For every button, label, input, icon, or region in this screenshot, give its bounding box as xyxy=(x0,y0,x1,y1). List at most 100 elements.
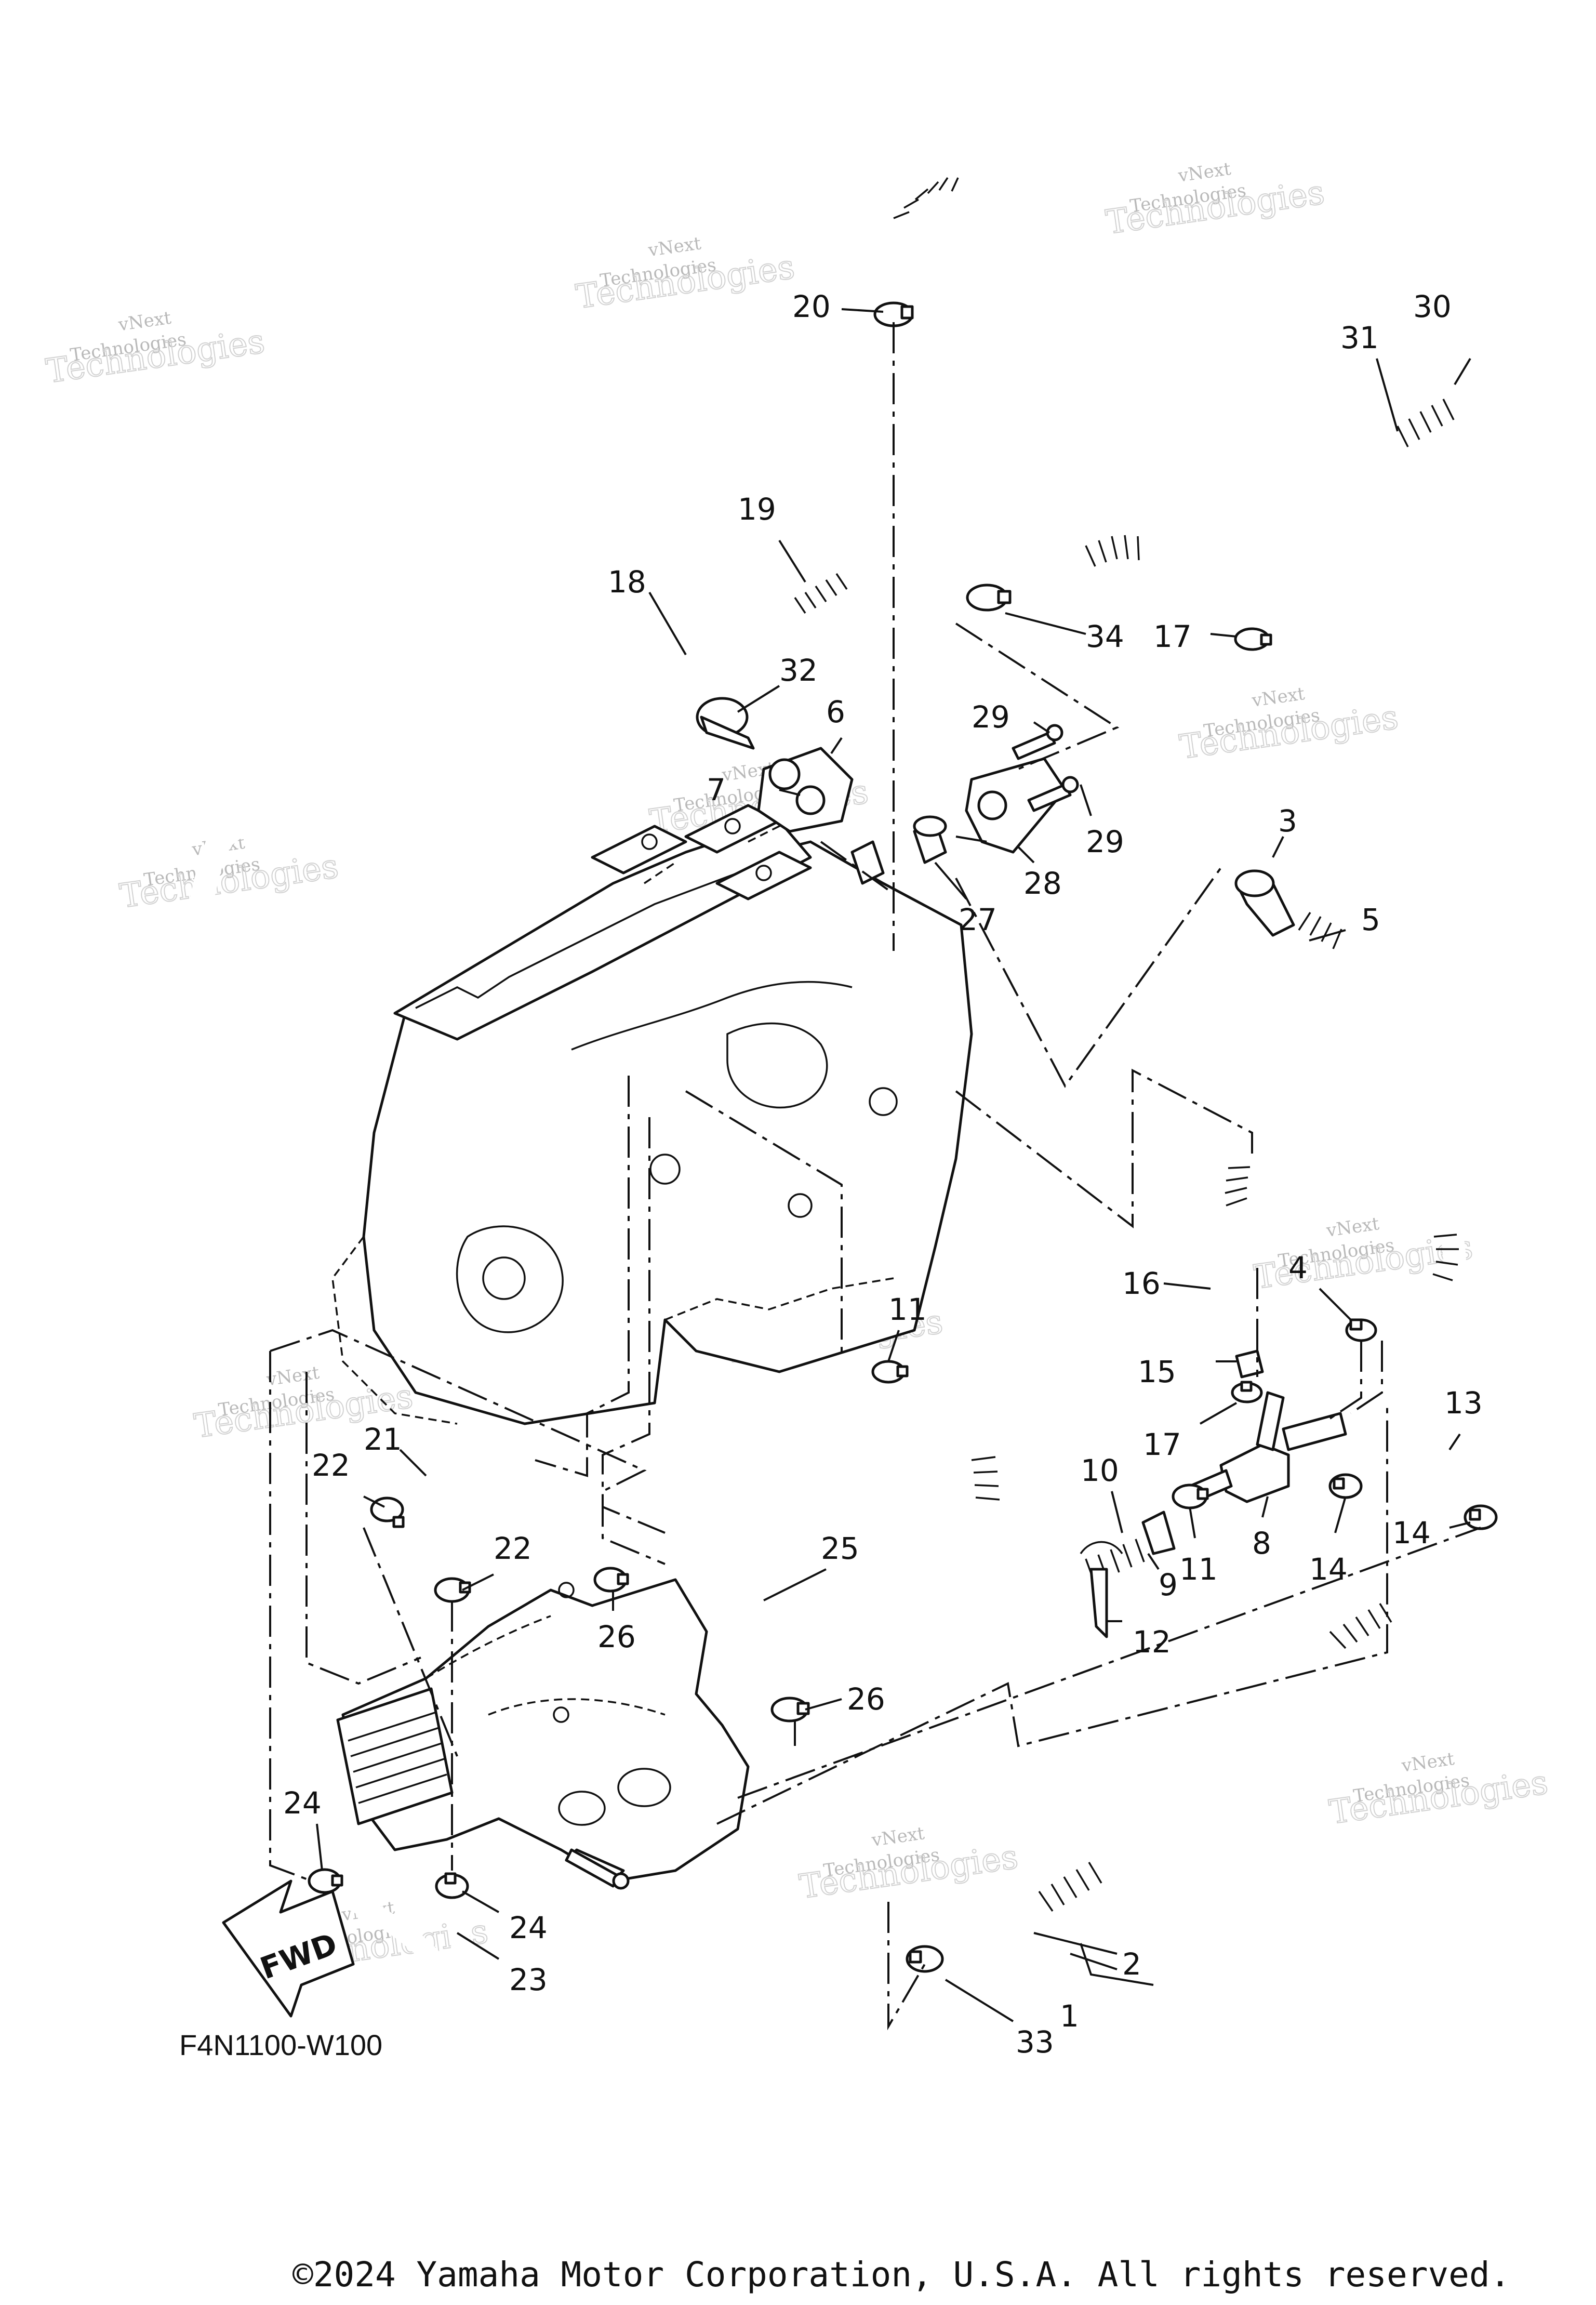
callout-14a: 14 xyxy=(1309,1552,1348,1587)
fitting-6-7 xyxy=(757,747,885,885)
callout-34: 34 xyxy=(1086,619,1124,654)
callout-30: 30 xyxy=(1413,289,1452,324)
callout-29a: 29 xyxy=(972,699,1010,735)
clamp-24a xyxy=(308,1868,343,1894)
clamp-11a xyxy=(871,1360,909,1384)
callout-3: 3 xyxy=(1278,803,1297,839)
fwd-arrow: FWD xyxy=(222,1879,355,2018)
drawing-code: F4N1100-W100 xyxy=(179,2029,382,2061)
svg-text:vNext: vNext xyxy=(1176,158,1232,187)
svg-text:vNext: vNext xyxy=(1325,1213,1381,1241)
hose-21 xyxy=(417,1459,469,1532)
bolt-29b xyxy=(1027,776,1079,812)
manifold-bolt xyxy=(565,1848,630,1890)
callout-13: 13 xyxy=(1444,1385,1483,1421)
watermark: vNext Technologies Technologies xyxy=(1326,1748,1551,1833)
clamp-17a xyxy=(1234,627,1272,651)
svg-text:vNext: vNext xyxy=(116,308,172,336)
callout-5: 5 xyxy=(1361,902,1380,937)
callout-14b: 14 xyxy=(1392,1515,1431,1551)
clamp-4 xyxy=(1345,1318,1377,1342)
watermark: vNext Technologies Technologies xyxy=(1103,158,1327,243)
clamp-14b xyxy=(1464,1504,1498,1530)
hose-18-19 xyxy=(185,177,1000,1056)
callout-28: 28 xyxy=(1023,866,1062,901)
clamp-26a xyxy=(593,1567,629,1593)
copyright-notice: ©2024 Yamaha Motor Corporation, U.S.A. A… xyxy=(292,2255,1510,2295)
callout-31: 31 xyxy=(1340,320,1379,355)
callout-17a: 17 xyxy=(1153,619,1192,654)
callout-4: 4 xyxy=(1288,1250,1308,1286)
clamp-33 xyxy=(906,1945,944,1973)
watermark: vNext Technologies Technologies xyxy=(573,233,797,317)
cap-32 xyxy=(696,697,755,750)
tie-12 xyxy=(1080,1541,1123,1638)
callout-23: 23 xyxy=(509,1962,548,1997)
callout-33: 33 xyxy=(1016,2024,1054,2060)
watermark: vNext Technologies Technologies xyxy=(796,1823,1021,1907)
hose-25 xyxy=(624,1524,805,1719)
hose-23 xyxy=(344,1892,470,1994)
tube-15 xyxy=(1235,1349,1264,1379)
hose-16 xyxy=(1223,1065,1259,1263)
clamp-34 xyxy=(966,584,1012,612)
callout-24a: 24 xyxy=(283,1785,322,1821)
clamp-26b xyxy=(770,1697,810,1723)
svg-text:vNext: vNext xyxy=(1250,683,1306,711)
callout-26b: 26 xyxy=(847,1681,885,1717)
leader-lines xyxy=(316,308,1471,2022)
callout-7: 7 xyxy=(707,772,726,807)
watermark: vNext Technologies Technologies xyxy=(43,308,268,392)
callout-8: 8 xyxy=(1252,1526,1271,1561)
callout-11b: 11 xyxy=(1179,1552,1218,1587)
hose-5 xyxy=(1251,887,1466,1326)
svg-text:vNext: vNext xyxy=(1400,1748,1456,1777)
callout-26a: 26 xyxy=(597,1619,636,1654)
callout-1: 1 xyxy=(1060,1998,1079,2034)
hose-13 xyxy=(1373,1444,1473,1501)
hose-end-9 xyxy=(1141,1511,1176,1555)
clamp-14a xyxy=(1328,1473,1363,1499)
callout-6: 6 xyxy=(826,694,845,730)
callout-32: 32 xyxy=(779,653,818,688)
clamp-17b xyxy=(1231,1381,1263,1403)
cylinder-head xyxy=(591,804,812,900)
callout-19: 19 xyxy=(738,492,776,527)
watermark: vNext Technologies Technologies xyxy=(1177,683,1401,767)
hose-30-31 xyxy=(1021,375,1504,594)
callout-15: 15 xyxy=(1138,1354,1176,1389)
callout-9: 9 xyxy=(1159,1567,1178,1602)
callout-16: 16 xyxy=(1122,1266,1161,1301)
callout-labels: 1 2 3 4 5 6 7 8 9 10 11 11 12 13 14 14 1… xyxy=(283,289,1483,2060)
clamp-24b xyxy=(435,1872,469,1899)
svg-text:vNext: vNext xyxy=(646,233,702,261)
callout-2: 2 xyxy=(1122,1946,1141,1982)
bolt-29a xyxy=(1012,724,1063,760)
callout-25: 25 xyxy=(821,1531,859,1566)
callout-22b: 22 xyxy=(494,1531,532,1566)
svg-text:vNext: vNext xyxy=(870,1823,926,1851)
callout-18: 18 xyxy=(608,564,646,600)
elbow-3 xyxy=(1234,869,1295,937)
assembly-lines xyxy=(269,322,1481,2031)
svg-text:vNext: vNext xyxy=(265,1362,321,1390)
callout-10: 10 xyxy=(1081,1453,1119,1488)
callout-29b: 29 xyxy=(1086,824,1124,859)
clamp-11b xyxy=(1172,1483,1209,1509)
callout-27: 27 xyxy=(959,902,997,937)
cover-28 xyxy=(965,757,1067,854)
intake-manifold xyxy=(336,1578,750,1883)
callout-24b: 24 xyxy=(509,1910,548,1945)
callout-21: 21 xyxy=(364,1422,402,1457)
hose-10 xyxy=(903,1376,1170,1591)
callout-22a: 22 xyxy=(312,1448,350,1483)
callout-11a: 11 xyxy=(888,1292,927,1327)
hose-1-2 xyxy=(949,1578,1436,1956)
callout-17b: 17 xyxy=(1143,1427,1181,1462)
thermostat-27 xyxy=(913,815,947,864)
engine-block xyxy=(331,804,973,1425)
callout-12: 12 xyxy=(1133,1624,1171,1660)
callout-20: 20 xyxy=(792,289,831,324)
joint-8 xyxy=(1188,1391,1347,1503)
